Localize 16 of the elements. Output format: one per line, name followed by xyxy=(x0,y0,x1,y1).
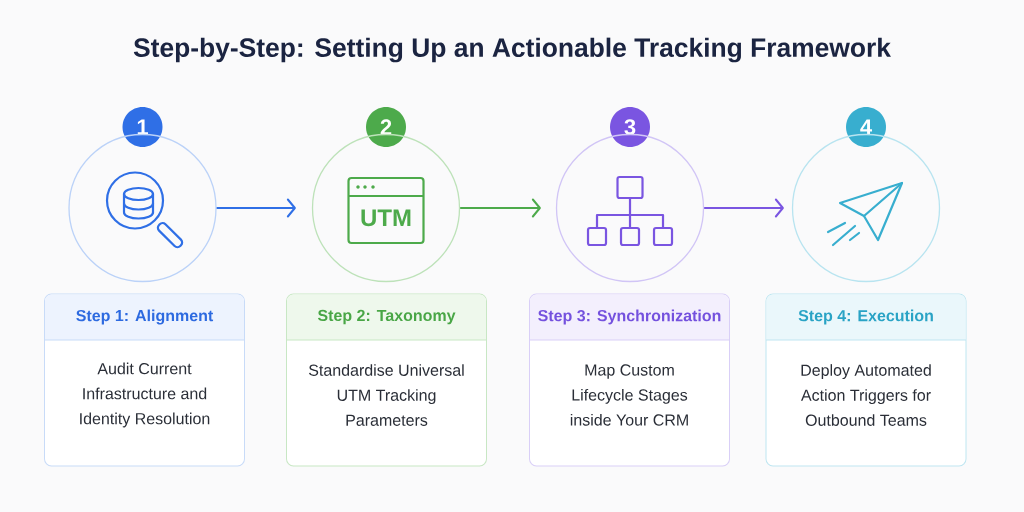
arrow xyxy=(459,198,541,218)
browser-window: UTM xyxy=(347,176,425,245)
arrow xyxy=(215,198,296,218)
card-text: Audit Current Infrastructure and Identity Resolution xyxy=(80,362,210,428)
step-circle xyxy=(311,133,461,283)
number-badge: 4 xyxy=(846,107,886,147)
card-header: Step 1: Alignment xyxy=(44,294,245,341)
arrow xyxy=(703,198,784,218)
card-text: Deploy Automated Action Triggers for Outbound Teams xyxy=(801,364,931,426)
card-header: Step 4: Execution xyxy=(765,294,967,341)
card-header: Step 2: Taxonomy xyxy=(286,294,487,341)
card-text: Standardise Universal UTM Tracking Parameters xyxy=(308,364,464,426)
card-text: Map Custom Lifecycle Stages inside Your CRM xyxy=(570,364,688,426)
title: Step-by-Step: Setting Up an Actionable Tracking Framework xyxy=(133,37,891,63)
card-header: Step 3: Synchronization xyxy=(529,294,730,341)
number-badge: 3 xyxy=(610,107,650,147)
